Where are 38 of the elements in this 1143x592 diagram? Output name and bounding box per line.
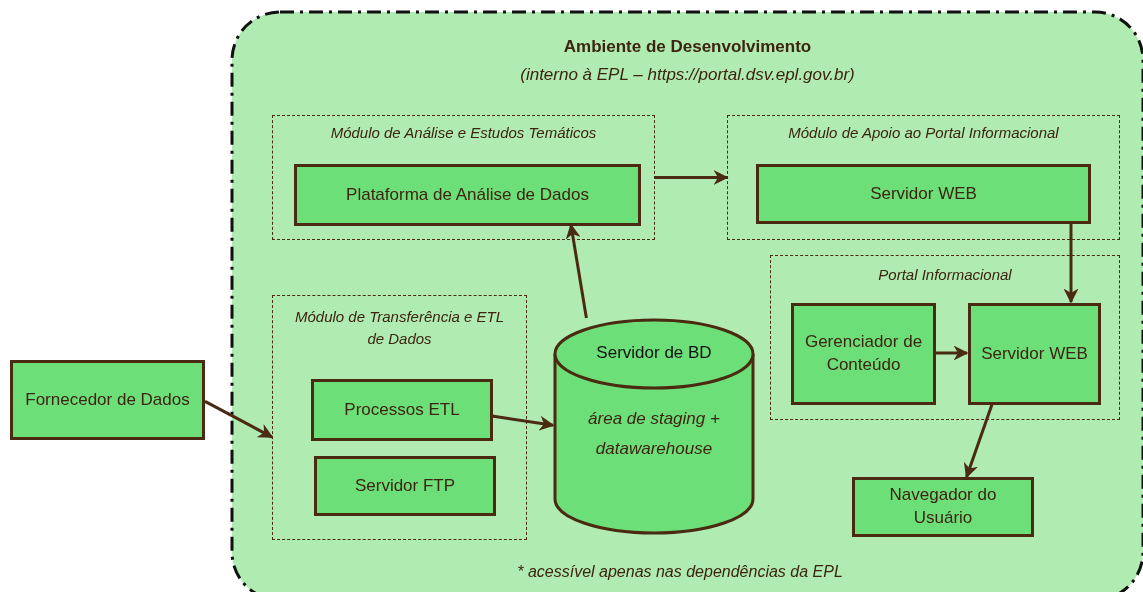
arrow <box>935 345 969 361</box>
box-label: Fornecedor de Dados <box>25 388 190 411</box>
module-title: Portal Informacional <box>878 265 1012 285</box>
area-subtitle: (interno à EPL – https://portal.dsv.epl.gov.br) <box>520 65 855 85</box>
database-title: Servidor de BD <box>596 342 712 364</box>
module-frame <box>727 115 1120 240</box>
process-box <box>791 303 936 405</box>
arrow <box>491 414 555 431</box>
environment-area <box>230 10 1143 592</box>
arrow <box>565 223 588 319</box>
database-cylinder <box>553 318 755 535</box>
module-title: Módulo de Apoio ao Portal Informacional <box>788 123 1059 143</box>
arrow <box>204 400 274 439</box>
process-box <box>314 456 496 516</box>
module-frame <box>770 255 1120 420</box>
process-box <box>311 379 493 441</box>
arrow <box>1063 223 1079 304</box>
area-title: Ambiente de Desenvolvimento <box>563 37 812 57</box>
module-title: Módulo de Análise e Estudos Temáticos <box>330 123 597 143</box>
module-frame <box>272 295 527 540</box>
process-box <box>852 477 1034 537</box>
box-label: Servidor FTP <box>354 474 456 497</box>
database-content: área de staging + datawarehouse <box>587 408 721 460</box>
box-label: Navegador do Usuário <box>888 484 998 529</box>
module-frame <box>272 115 655 240</box>
process-box <box>968 303 1101 405</box>
box-label: Plataforma de Análise de Dados <box>346 183 589 206</box>
process-box <box>756 164 1091 224</box>
process-box <box>294 164 641 226</box>
box-label: Gerenciador de Conteúdo <box>803 331 924 376</box>
footnote: * acessível apenas nas dependências da EPL <box>516 563 844 581</box>
box-label: Servidor WEB <box>870 182 977 205</box>
process-box <box>10 360 205 440</box>
module-title: Módulo de Transferência e ETL de Dados <box>294 307 505 349</box>
box-label: Servidor WEB <box>981 342 1088 365</box>
arrow <box>963 403 994 479</box>
arrow <box>655 170 729 185</box>
box-label: Processos ETL <box>344 398 460 421</box>
